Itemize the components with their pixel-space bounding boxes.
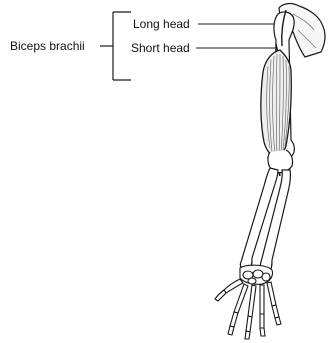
biceps-brachii-label: Biceps brachii [10,39,85,53]
finger-bones [228,282,281,339]
long-head-label: Long head [133,17,190,31]
short-head-label: Short head [131,41,190,55]
label-bracket [100,12,131,80]
carpal-bones [240,265,273,284]
biceps-muscle [261,50,291,158]
